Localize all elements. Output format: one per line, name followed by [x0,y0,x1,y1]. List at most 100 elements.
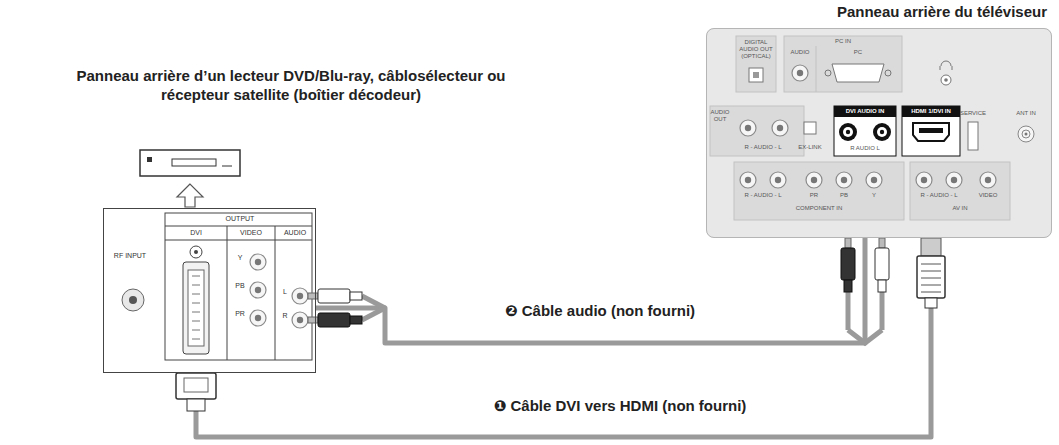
tv-port-label: DVI AUDIO IN [834,108,896,115]
panel-detail [172,159,216,166]
panel-detail [866,172,882,188]
panel-detail [292,312,308,328]
panel-detail [873,123,891,141]
tv-back-panel: Panneau arrière du téléviseur [706,28,1052,238]
tv-port-label: R - AUDIO - L [733,144,793,151]
panel-detail [362,308,385,320]
panel-detail [318,289,350,303]
panel-detail [192,276,200,339]
panel-detail [190,246,202,258]
port-label: R [280,312,290,320]
panel-detail [910,162,1010,220]
panel-detail [921,238,941,256]
panel-detail [308,293,318,299]
port-label: PB [232,282,248,290]
tv-port-label: ANT IN [1009,110,1043,117]
panel-detail [710,36,1034,220]
panel-detail [308,317,318,323]
panel-detail [187,399,205,411]
tv-port-label: PR [806,192,822,199]
port-label: PR [232,310,248,318]
panel-detail [941,75,951,85]
panel-detail [913,123,949,141]
tv-port-label: PC [843,49,873,56]
panel-detail [921,264,941,292]
panel-detail [834,106,896,156]
panel-detail [350,292,362,300]
panel-detail [165,226,312,227]
panel-detail [806,172,822,188]
panel-detail [839,123,857,141]
tv-port-label: DIGITAL AUDIO OUT (OPTICAL) [736,39,776,60]
panel-detail [784,36,902,92]
tv-port-label: AUDIO OUT [708,109,732,123]
panel-detail [804,122,816,134]
tv-port-label: AV IN [940,205,980,212]
panel-detail [919,128,943,133]
tv-port-label: COMPONENT IN [779,205,859,212]
panel-detail [1022,130,1030,138]
panel-detail [250,254,266,270]
panel-detail [194,250,198,254]
panel-detail [832,64,884,82]
cable-label: ❷ Câble audio (non fourni) [501,302,699,320]
panel-detail [183,262,209,354]
tv-port-label: PC IN [813,38,873,45]
panel-detail [292,288,308,304]
panel-detail [792,65,808,81]
tv-port-label: VIDEO [973,192,1003,199]
panel-detail [980,172,996,188]
panel-heading: Panneau arrière d’un lecteur DVD/Blu-ray… [61,67,521,105]
panel-detail [740,120,756,136]
panel-detail [816,46,817,92]
panel-detail [734,162,904,220]
tv-port-label: SERVICE [955,110,991,117]
panel-detail [184,378,208,392]
panel-detail [875,248,889,280]
tv-port-label: R AUDIO L [834,145,896,152]
cable [316,238,865,343]
panel-detail [940,61,952,70]
panel-detail [879,238,885,248]
tv-port-label: R - AUDIO - L [909,192,969,199]
panel-detail [836,172,852,188]
panel-detail [188,270,204,346]
panel-detail [916,172,932,188]
tv-port-label: AUDIO [785,49,815,56]
panel-detail [350,316,362,324]
panel-detail [122,289,144,311]
panel-detail [250,310,266,326]
panel-detail [885,70,891,76]
panel-detail [848,330,882,343]
tv-port-label: R - AUDIO - L [733,192,793,199]
panel-detail [318,313,350,327]
panel-detail [770,172,786,188]
port-label: L [280,288,290,296]
port-label: OUTPUT [210,215,270,223]
panel-detail [177,184,203,207]
port-label: VIDEO [231,229,271,237]
panel-detail [834,106,896,117]
panel-detail [362,296,385,308]
panel-detail [129,296,137,304]
panel-detail [772,120,788,136]
port-label: AUDIO [276,229,314,237]
panel-detail [825,70,831,76]
panel-detail [917,256,945,298]
panel-detail [753,72,759,78]
cable-label: ❶ Câble DVI vers HDMI (non fourni) [490,397,751,415]
panel-detail [1025,133,1028,136]
panel-detail [706,28,1052,238]
panel-detail [275,226,276,360]
tv-port-label: HDMI 1/DVI IN [902,108,960,115]
port-label: RF INPUT [110,252,150,260]
panel-detail [880,290,885,330]
panel-detail [878,280,886,292]
panel-detail [845,238,851,248]
panel-detail [1018,126,1034,142]
panel-detail [147,157,152,162]
port-label: DVI [181,229,211,237]
panel-detail [968,122,978,150]
